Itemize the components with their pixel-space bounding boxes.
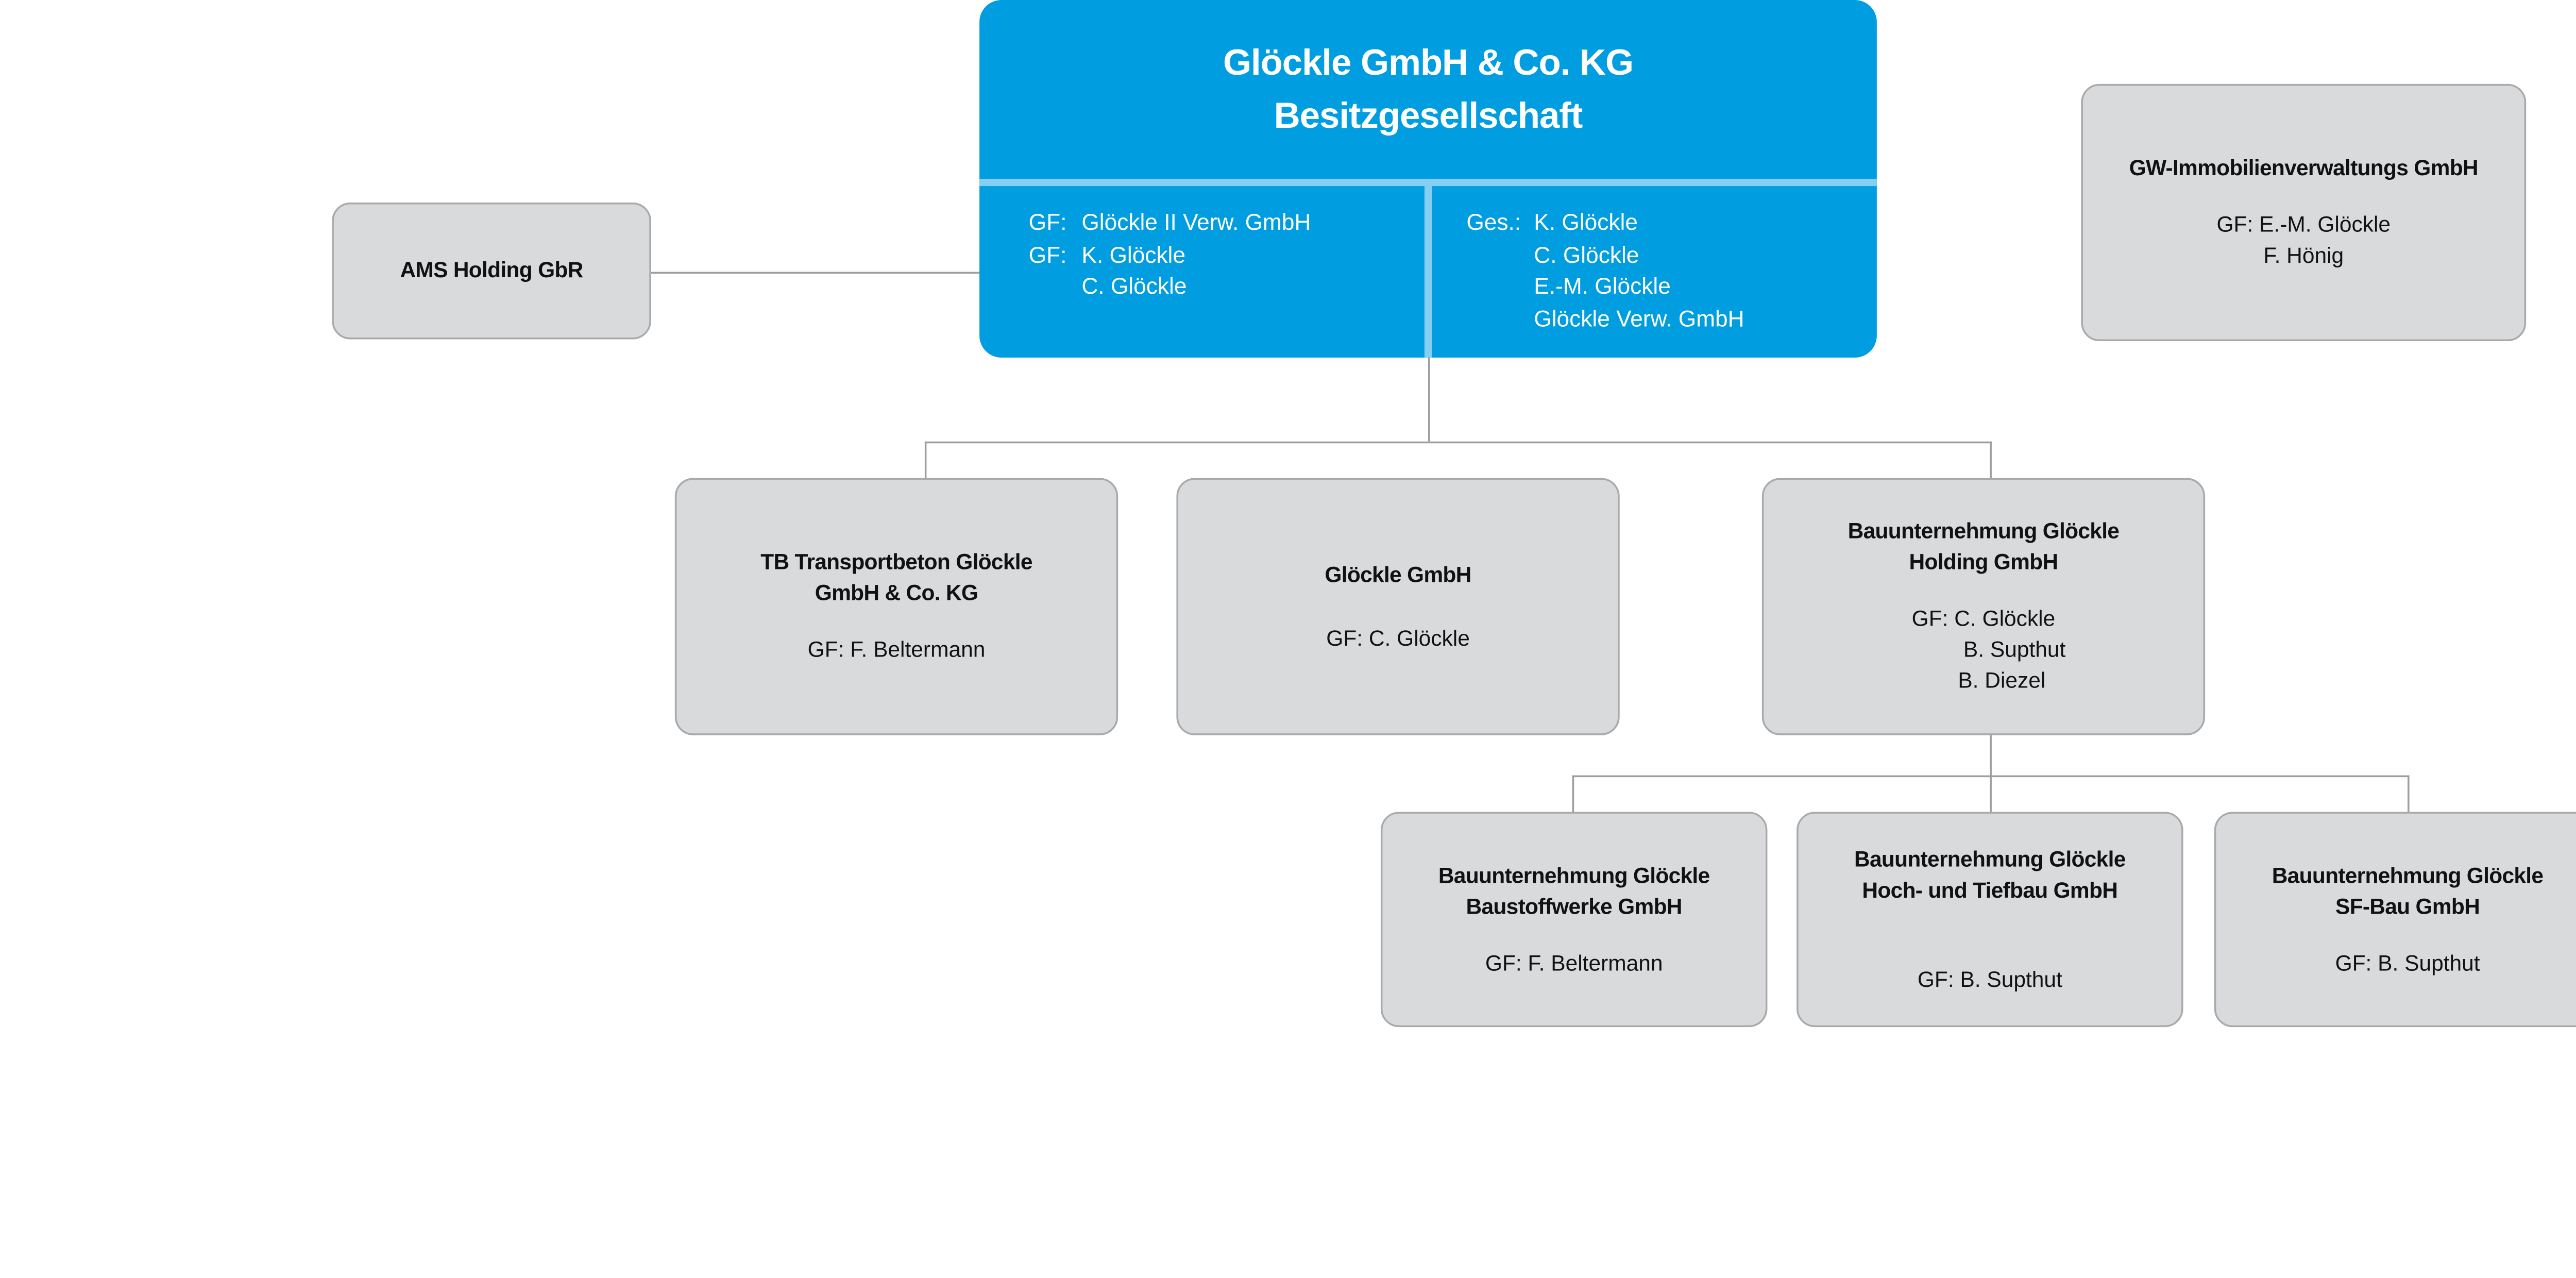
managing-directors: GF: Glöckle II Verw. GmbH GF: K. Glöckle C… xyxy=(1029,208,1311,304)
box-line: GF: E.-M. Glöckle xyxy=(2216,211,2391,238)
ams-holding-box: AMS Holding GbR xyxy=(332,202,651,340)
ges-label xyxy=(1466,304,1534,335)
ges-label xyxy=(1466,240,1534,272)
box-title: AMS Holding GbR xyxy=(400,257,583,283)
box-line: F. Hönig xyxy=(2263,242,2344,268)
parent-company-box: Glöckle GmbH & Co. KG Besitzgesellschaft… xyxy=(979,0,1877,358)
connector-ams xyxy=(651,271,980,273)
hoch-tiefbau-box: Bauunternehmung Glöckle Hoch- und Tiefba… xyxy=(1797,812,2183,1028)
box-line: GF: F. Beltermann xyxy=(1485,949,1663,976)
box-title: TB Transportbeton Glöckle xyxy=(760,549,1032,575)
divider xyxy=(1424,186,1432,358)
box-line: B. Diezel xyxy=(1958,667,2046,694)
gf-label: GF: xyxy=(1028,210,1067,236)
box-title: Baustoffwerke GmbH xyxy=(1466,893,1683,919)
gf-value: K. Glöckle xyxy=(1081,242,1186,267)
gf-label xyxy=(1029,272,1082,304)
holding-gmbh-box: Bauunternehmung Glöckle Holding GmbH GF:… xyxy=(1761,478,2206,735)
box-line: GF: C. Glöckle xyxy=(1911,606,2056,631)
box-line: GF: B. Supthut xyxy=(2335,949,2480,976)
parent-title-line2: Besitzgesellschaft xyxy=(1274,96,1583,137)
box-title: Bauunternehmung Glöckle xyxy=(1854,845,2126,871)
ges-value: C. Glöckle xyxy=(1534,242,1639,267)
connector-holding xyxy=(1990,440,1992,479)
box-title: Holding GmbH xyxy=(1909,549,2059,575)
ges-label: Ges.: xyxy=(1466,210,1521,236)
connector-row2-bar xyxy=(924,440,1992,443)
box-line: B. Supthut xyxy=(1963,636,2066,663)
connector-baustoff xyxy=(1572,774,1574,813)
ges-value: Glöckle Verw. GmbH xyxy=(1534,305,1744,331)
tb-transportbeton-box: TB Transportbeton Glöckle GmbH & Co. KG … xyxy=(674,478,1118,735)
gf-label: GF: xyxy=(1028,242,1067,267)
gloeckle-gmbh-box: Glöckle GmbH GF: C. Glöckle xyxy=(1176,478,1620,735)
shareholders: Ges.: K. Glöckle C. Glöckle E.-M. Glöckle… xyxy=(1466,208,1744,336)
box-title: GW-Immobilienverwaltungs GmbH xyxy=(2129,155,2479,181)
box-line: GF: C. Glöckle xyxy=(1326,625,1470,651)
box-title: Bauunternehmung Glöckle xyxy=(2272,862,2544,888)
baustoffwerke-box: Bauunternehmung Glöckle Baustoffwerke Gm… xyxy=(1380,812,1768,1028)
ges-value: K. Glöckle xyxy=(1534,210,1638,236)
box-title: Bauunternehmung Glöckle xyxy=(1848,518,2120,544)
divider xyxy=(979,178,1877,187)
ges-value: E.-M. Glöckle xyxy=(1534,274,1671,299)
connector-holding-down xyxy=(1990,735,1992,812)
gf-value: C. Glöckle xyxy=(1081,274,1187,299)
box-title: GmbH & Co. KG xyxy=(815,580,978,606)
gw-immobilien-box: GW-Immobilienverwaltungs GmbH GF: E.-M. … xyxy=(2081,83,2527,342)
box-line: GF: F. Beltermann xyxy=(807,636,986,663)
box-title: Bauunternehmung Glöckle xyxy=(1438,862,1710,888)
box-title: Glöckle GmbH xyxy=(1325,561,1471,587)
connector-tb xyxy=(924,440,927,479)
box-title: SF-Bau GmbH xyxy=(2335,893,2480,919)
parent-title: Glöckle GmbH & Co. KG Besitzgesellschaft xyxy=(979,38,1877,144)
sf-bau-box: Bauunternehmung Glöckle SF-Bau GmbH GF: … xyxy=(2214,812,2576,1028)
connector-parent-down xyxy=(1427,357,1430,442)
ges-label xyxy=(1466,272,1534,304)
connector-row3-bar xyxy=(1572,774,2410,777)
parent-title-line1: Glöckle GmbH & Co. KG xyxy=(1223,43,1634,84)
connector-sfbau xyxy=(2408,774,2410,813)
gf-value: Glöckle II Verw. GmbH xyxy=(1081,210,1311,236)
box-line: GF: B. Supthut xyxy=(1917,966,2062,992)
box-title: Hoch- und Tiefbau GmbH xyxy=(1862,877,2118,902)
